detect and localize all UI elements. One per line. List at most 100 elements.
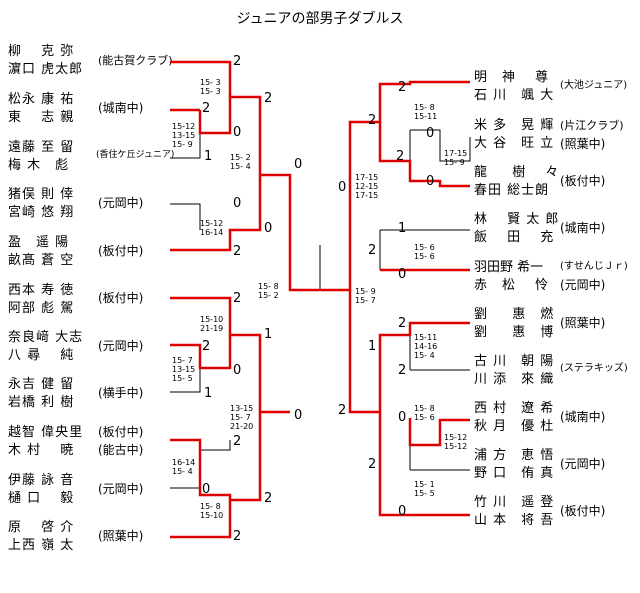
team-name: (照葉中): [560, 137, 606, 151]
set-scores: 15- 1 15- 5: [414, 480, 435, 498]
player-name: 米 多 晃 輝: [474, 118, 555, 133]
match-score: 2: [368, 243, 377, 258]
set-scores: 15- 6 15- 6: [414, 243, 435, 261]
set-scores: 15-10 21-19: [200, 315, 224, 333]
winner-path: [170, 412, 262, 502]
bracket-line: [410, 129, 471, 162]
match-score: 1: [264, 327, 273, 342]
player-name: 龍 樹 々: [474, 165, 560, 180]
team-name: (照葉中): [98, 529, 144, 543]
set-scores: 15- 9 15- 7: [355, 287, 376, 305]
set-scores: 15- 8 15- 6: [414, 404, 435, 422]
team-name: (大池ジュニア): [560, 80, 628, 91]
player-name: 西 村 遼 希: [474, 401, 555, 416]
set-scores: 15- 8 15-11: [414, 103, 438, 121]
player-name: 劉 惠 燃: [474, 307, 555, 322]
player-name: 岩橋 利 樹: [8, 395, 75, 410]
match-score: 2: [202, 339, 211, 354]
set-scores: 15-12 16-14: [200, 219, 224, 237]
bracket-line: [170, 487, 201, 495]
match-score: 2: [368, 457, 377, 472]
player-name: 畝髙 蒼 空: [8, 253, 75, 268]
match-score: 2: [233, 291, 242, 306]
winner-path: [378, 412, 470, 517]
player-name: 宮崎 悠 翔: [8, 205, 75, 220]
player-name: 竹 川 遥 登: [474, 495, 555, 510]
player-name: 林 賢 太 郎: [474, 212, 560, 227]
match-score: 1: [398, 221, 407, 236]
match-score: 0: [426, 174, 435, 189]
match-score: 0: [233, 363, 242, 378]
match-score: 2: [233, 529, 242, 544]
match-score: 2: [338, 403, 347, 418]
player-name: 木 村 暁: [8, 443, 75, 458]
set-scores: 17-15 15- 9: [444, 149, 468, 167]
team-name: (元岡中): [560, 278, 606, 292]
player-name: 柳 克 弥: [8, 44, 75, 59]
player-name: 古 川 朝 陽: [474, 354, 555, 369]
set-scores: 15- 8 15-10: [200, 502, 224, 520]
player-name: 濵口 虎太郎: [8, 62, 84, 77]
team-name: (ステラキッズ): [560, 363, 628, 374]
set-scores: 13-15 15- 7 21-20: [230, 404, 254, 431]
player-name: 越智 偉央里: [8, 425, 84, 440]
match-score: 2: [233, 244, 242, 259]
player-name: 春田 総士朗: [474, 183, 550, 198]
player-name: 大 谷 旺 立: [474, 136, 555, 151]
team-name: (能古中): [98, 443, 144, 457]
set-scores: 15-12 15-12: [444, 433, 468, 451]
team-name: (元岡中): [560, 457, 606, 471]
player-name: 羽田野 希一: [474, 260, 544, 275]
player-name: 伊藤 詠 音: [8, 473, 75, 488]
match-score: 0: [202, 482, 211, 497]
player-name: 八 尋 純: [8, 348, 75, 363]
set-scores: 15- 7 13-15 15- 5: [172, 356, 196, 383]
player-name: 赤 松 怜: [474, 278, 550, 293]
winner-path: [170, 335, 232, 370]
match-score: 1: [204, 149, 213, 164]
team-name: (元岡中): [98, 482, 144, 496]
winner-path: [378, 122, 470, 188]
player-name: 樋 口 毅: [8, 491, 75, 506]
team-name: (片江クラブ): [560, 119, 624, 132]
match-score: 2: [398, 363, 407, 378]
winner-path: [320, 195, 352, 292]
player-name: 阿部 彪 駕: [8, 301, 75, 316]
player-name: 川 添 來 織: [474, 372, 555, 387]
match-score: 0: [233, 196, 242, 211]
set-scores: 17-15 12-15 17-15: [355, 173, 379, 200]
match-score: 2: [264, 491, 273, 506]
player-name: 山 本 将 吾: [474, 513, 555, 528]
match-score: 0: [294, 408, 303, 423]
player-name: 奈良﨑 大志: [8, 330, 84, 345]
match-score: 2: [398, 80, 407, 95]
team-name: (能古賀クラブ): [98, 54, 173, 67]
player-name: 明 神 尊: [474, 70, 550, 85]
player-name: 盈 遥 陽: [8, 235, 70, 250]
set-scores: 15- 2 15- 4: [230, 153, 251, 171]
player-name: 浦 方 恵 悟: [474, 448, 555, 463]
set-scores: 15- 8 15- 2: [258, 282, 279, 300]
match-score: 2: [398, 316, 407, 331]
team-name: (横手中): [98, 386, 144, 400]
player-name: 野 口 侑 真: [474, 466, 555, 481]
team-name: (すせんじＪｒ): [560, 261, 628, 272]
set-scores: 15- 3 15- 3: [200, 78, 221, 96]
team-name: (城南中): [560, 410, 606, 424]
team-name: (板付中): [560, 504, 606, 518]
winner-path: [348, 290, 470, 414]
player-name: 遠藤 至 留: [8, 140, 75, 155]
bracket-line: [170, 368, 201, 393]
match-score: 2: [368, 113, 377, 128]
team-name: (照葉中): [560, 316, 606, 330]
match-score: 0: [338, 180, 347, 195]
match-score: 1: [368, 339, 377, 354]
winner-path: [200, 175, 262, 252]
team-name: (城南中): [560, 221, 606, 235]
winner-path: [408, 418, 470, 447]
winner-path: [170, 500, 232, 539]
player-name: 飯 田 充: [474, 230, 555, 245]
match-score: 2: [233, 434, 242, 449]
set-scores: 15-11 14-16 15- 4: [414, 333, 438, 360]
team-name: (香住ケ丘ジュニア): [96, 150, 175, 160]
